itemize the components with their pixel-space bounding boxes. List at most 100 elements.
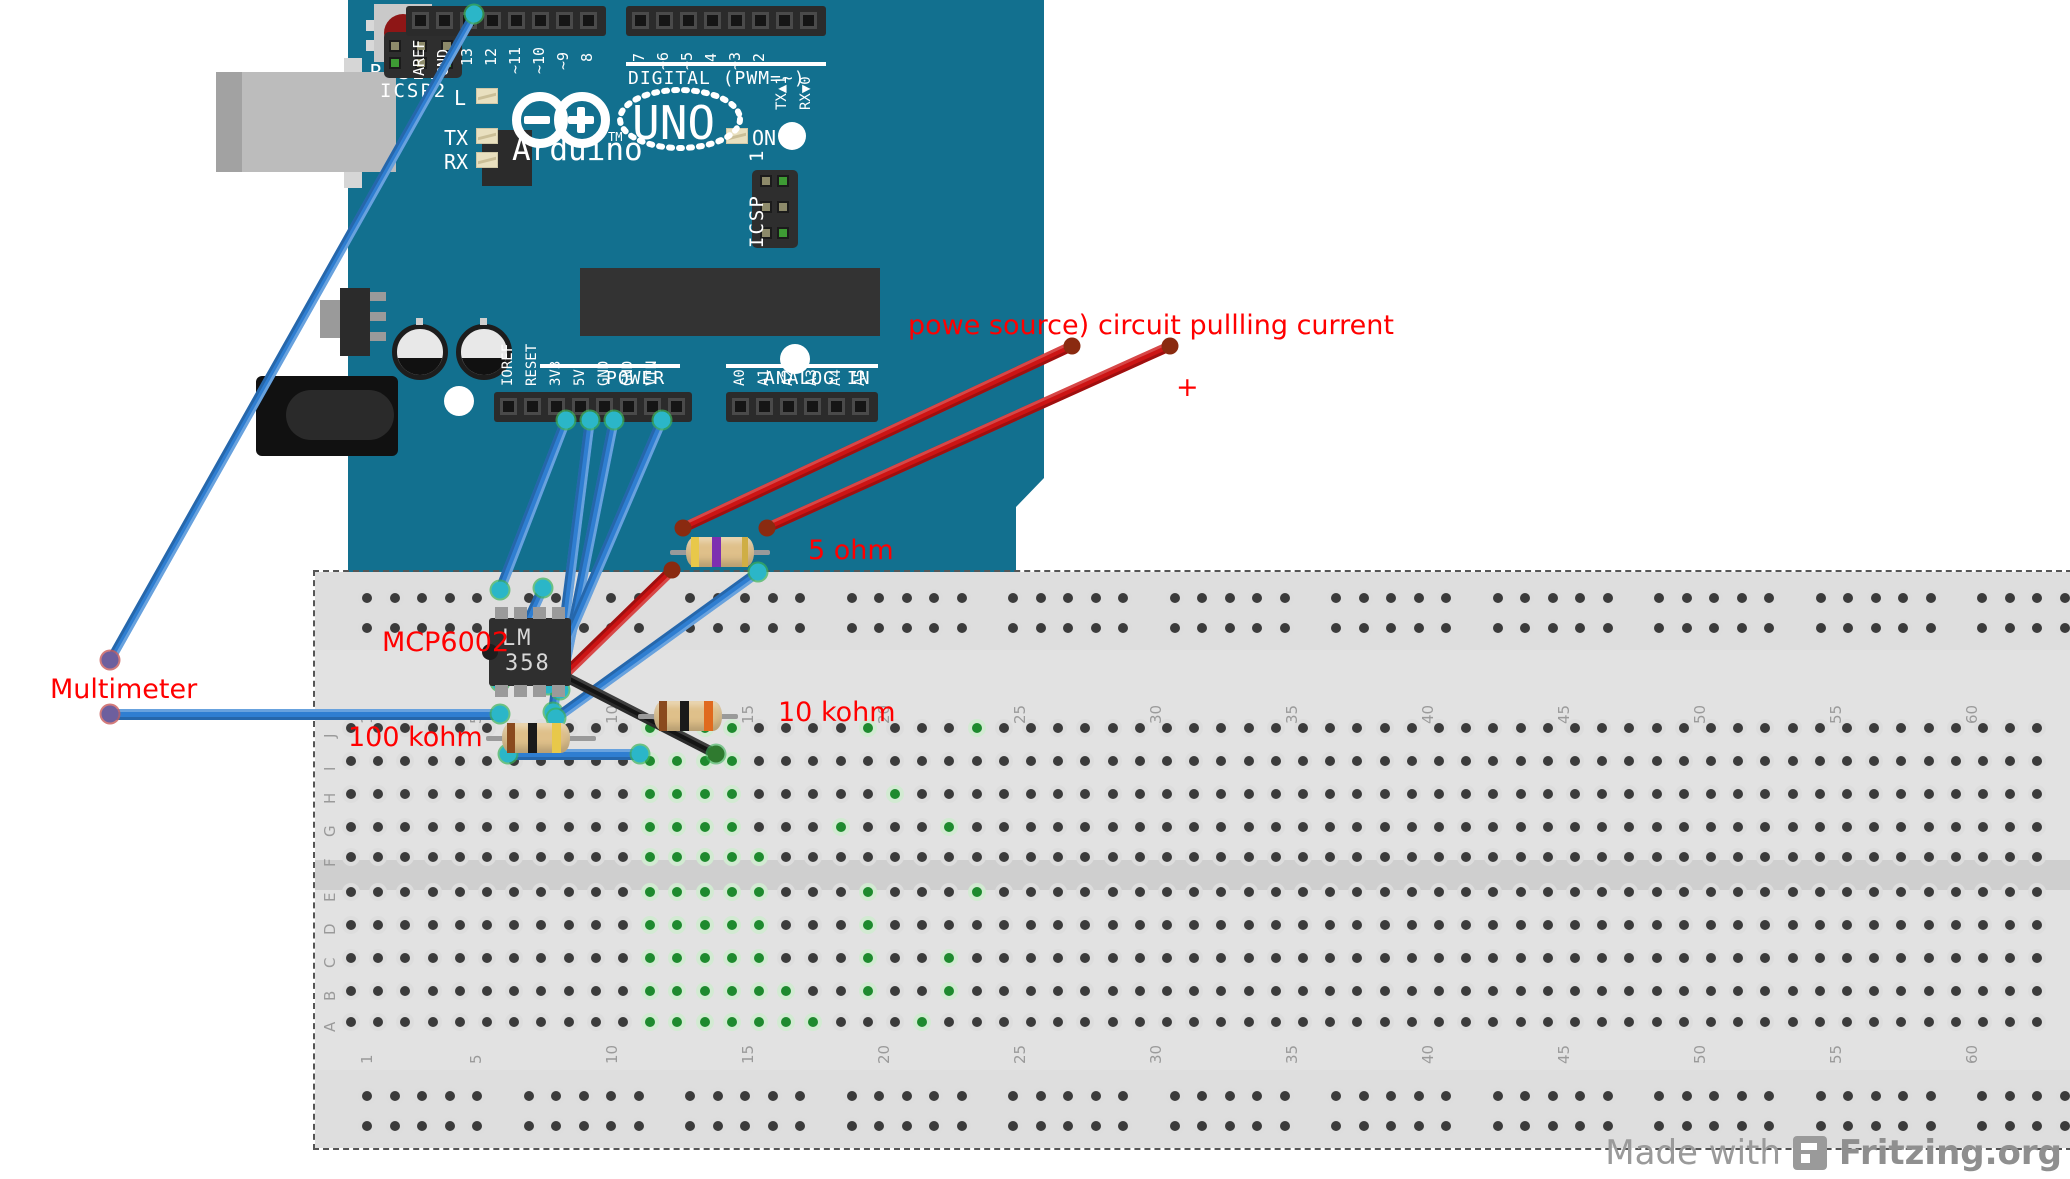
breadboard-hole[interactable]	[1566, 848, 1584, 866]
breadboard-hole[interactable]	[1212, 752, 1231, 770]
breadboard-hole[interactable]	[1919, 848, 1938, 866]
breadboard-hole[interactable]	[1103, 818, 1122, 836]
breadboard-hole[interactable]	[1729, 785, 1748, 803]
breadboard-hole[interactable]	[1511, 982, 1530, 1000]
breadboard-hole[interactable]	[1511, 949, 1530, 967]
breadboard-hole[interactable]	[1239, 719, 1258, 737]
breadboard-hole[interactable]	[1059, 589, 1077, 607]
breadboard-hole[interactable]	[1375, 848, 1394, 866]
breadboard-hole[interactable]	[2028, 785, 2047, 803]
breadboard-hole[interactable]	[913, 883, 932, 901]
breadboard-hole[interactable]	[2001, 916, 2020, 934]
breadboard-hole[interactable]	[1865, 883, 1884, 901]
breadboard-hole[interactable]	[358, 589, 376, 607]
breadboard-hole[interactable]	[396, 949, 415, 967]
breadboard-hole[interactable]	[1598, 1087, 1617, 1105]
breadboard-hole[interactable]	[532, 982, 551, 1000]
breadboard-hole[interactable]	[1974, 883, 1992, 901]
breadboard-hole[interactable]	[1212, 1013, 1231, 1031]
breadboard-hole[interactable]	[423, 719, 442, 737]
breadboard-hole[interactable]	[695, 982, 714, 1000]
breadboard-hole[interactable]	[1946, 719, 1965, 737]
breadboard-hole[interactable]	[1130, 982, 1149, 1000]
breadboard-hole[interactable]	[614, 1013, 632, 1031]
wire-endpoint[interactable]	[101, 705, 119, 723]
breadboard-hole[interactable]	[1598, 1117, 1617, 1135]
breadboard-hole[interactable]	[750, 785, 768, 803]
breadboard-hole[interactable]	[1375, 785, 1394, 803]
breadboard-hole[interactable]	[342, 818, 360, 836]
breadboard-hole[interactable]	[423, 916, 442, 934]
breadboard-hole[interactable]	[1049, 818, 1068, 836]
breadboard-hole[interactable]	[1220, 589, 1239, 607]
breadboard-hole[interactable]	[1810, 818, 1829, 836]
breadboard-hole[interactable]	[413, 589, 431, 607]
breadboard-hole[interactable]	[831, 949, 850, 967]
breadboard-hole[interactable]	[1076, 982, 1095, 1000]
breadboard-hole[interactable]	[1220, 1087, 1239, 1105]
breadboard-hole[interactable]	[1430, 719, 1448, 737]
breadboard-hole[interactable]	[1321, 818, 1340, 836]
breadboard-hole[interactable]	[532, 848, 551, 866]
breadboard-hole[interactable]	[2001, 848, 2020, 866]
breadboard-hole[interactable]	[1185, 785, 1204, 803]
breadboard-hole[interactable]	[1484, 1013, 1503, 1031]
breadboard-hole[interactable]	[1348, 752, 1367, 770]
breadboard-hole[interactable]	[1674, 719, 1693, 737]
breadboard-hole[interactable]	[1892, 982, 1911, 1000]
breadboard-hole[interactable]	[1103, 848, 1122, 866]
breadboard-hole[interactable]	[708, 1087, 727, 1105]
breadboard-hole[interactable]	[1031, 1087, 1050, 1105]
breadboard-hole[interactable]	[777, 982, 796, 1000]
breadboard-hole[interactable]	[736, 589, 754, 607]
breadboard-hole[interactable]	[1022, 883, 1040, 901]
breadboard-hole[interactable]	[1402, 848, 1421, 866]
breadboard-hole[interactable]	[1974, 719, 1992, 737]
breadboard-hole[interactable]	[1375, 982, 1394, 1000]
breadboard-hole[interactable]	[1457, 785, 1476, 803]
breadboard-hole[interactable]	[1865, 949, 1884, 967]
wire-endpoint[interactable]	[491, 581, 509, 599]
breadboard-hole[interactable]	[1266, 719, 1285, 737]
breadboard-hole[interactable]	[842, 1117, 861, 1135]
breadboard-hole[interactable]	[791, 1087, 809, 1105]
breadboard-hole[interactable]	[1516, 589, 1534, 607]
breadboard-hole[interactable]	[641, 818, 660, 836]
breadboard-hole[interactable]	[1212, 818, 1231, 836]
breadboard-hole[interactable]	[586, 785, 605, 803]
breadboard-hole[interactable]	[722, 848, 741, 866]
breadboard-hole[interactable]	[1402, 719, 1421, 737]
breadboard-hole[interactable]	[1266, 818, 1285, 836]
breadboard-hole[interactable]	[1004, 1117, 1022, 1135]
breadboard-hole[interactable]	[478, 785, 496, 803]
breadboard-hole[interactable]	[1677, 1087, 1696, 1105]
breadboard-hole[interactable]	[1756, 982, 1775, 1000]
breadboard-hole[interactable]	[858, 949, 877, 967]
breadboard-hole[interactable]	[1248, 589, 1266, 607]
breadboard-hole[interactable]	[1538, 949, 1557, 967]
breadboard-hole[interactable]	[1839, 589, 1857, 607]
breadboard-hole[interactable]	[1348, 916, 1367, 934]
breadboard-hole[interactable]	[1130, 916, 1149, 934]
breadboard-hole[interactable]	[750, 818, 768, 836]
breadboard-hole[interactable]	[1511, 818, 1530, 836]
breadboard-hole[interactable]	[886, 752, 904, 770]
breadboard-hole[interactable]	[1838, 883, 1856, 901]
breadboard-hole[interactable]	[1130, 848, 1149, 866]
breadboard-hole[interactable]	[804, 818, 823, 836]
breadboard-hole[interactable]	[1839, 619, 1857, 637]
breadboard-hole[interactable]	[1538, 848, 1557, 866]
breadboard-hole[interactable]	[629, 1117, 648, 1135]
digital-header-left[interactable]	[626, 6, 826, 36]
breadboard-hole[interactable]	[1892, 719, 1911, 737]
breadboard-hole[interactable]	[1430, 848, 1448, 866]
breadboard-hole[interactable]	[396, 848, 415, 866]
breadboard-hole[interactable]	[450, 1013, 469, 1031]
breadboard-hole[interactable]	[1729, 719, 1748, 737]
breadboard-hole[interactable]	[1543, 1087, 1562, 1105]
wire-endpoint[interactable]	[547, 709, 565, 727]
breadboard-hole[interactable]	[1248, 619, 1266, 637]
breadboard-hole[interactable]	[1566, 752, 1584, 770]
breadboard-hole[interactable]	[1457, 848, 1476, 866]
breadboard-hole[interactable]	[1130, 883, 1149, 901]
